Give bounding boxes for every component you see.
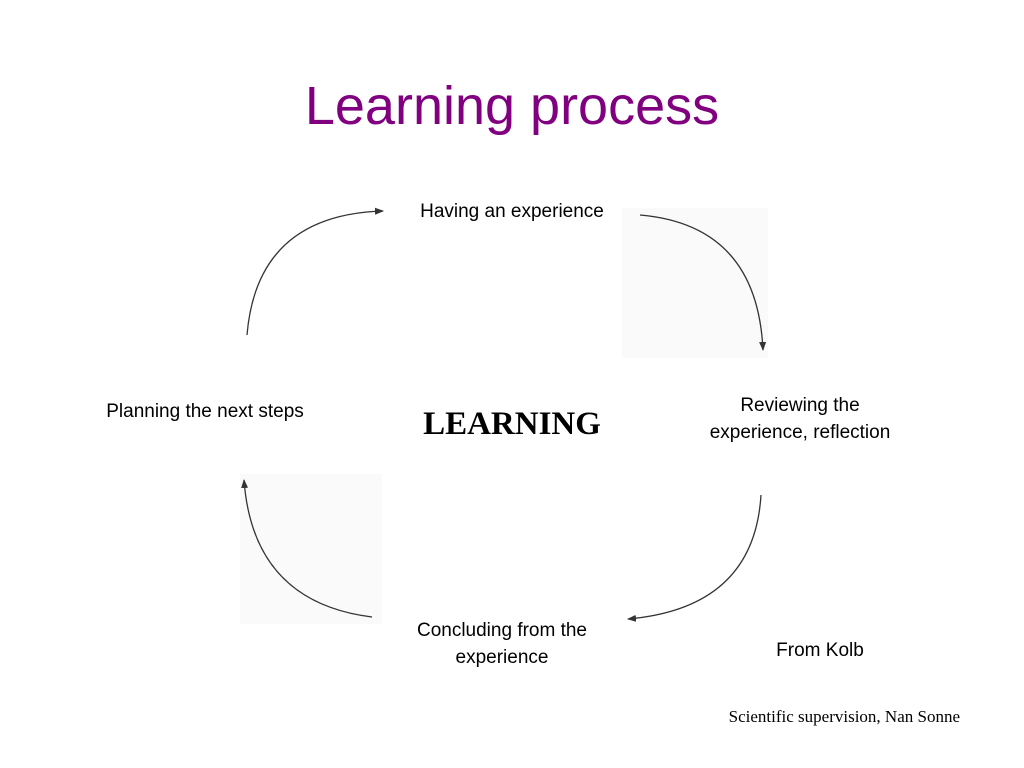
arrow-backdrop-top-right — [622, 208, 768, 358]
source-attribution-text: From Kolb — [776, 640, 864, 661]
stage-concluding-line-2: experience — [455, 647, 549, 668]
slide-footer: Scientific supervision, Nan Sonne — [728, 707, 960, 726]
arrow-experience-to-reviewing — [639, 214, 767, 351]
stage-reviewing-experience: Reviewing the experience, reflection — [680, 392, 920, 446]
stage-reviewing-line-2: experience, reflection — [709, 422, 891, 443]
stage-planning: Planning the next steps — [75, 398, 335, 425]
stage-having-experience: Having an experience — [392, 198, 632, 225]
source-attribution: From Kolb — [730, 637, 910, 664]
stage-reviewing-line-1: Reviewing the — [740, 395, 860, 416]
stage-concluding-line-1: Concluding from the — [416, 620, 588, 641]
slide-title: Learning process — [304, 76, 720, 136]
arrow-reviewing-to-concluding — [627, 494, 762, 622]
stage-having-experience-text: Having an experience — [420, 201, 604, 222]
center-learning-label: LEARNING — [423, 406, 601, 442]
arrow-concluding-to-planning — [241, 479, 373, 618]
stage-planning-text: Planning the next steps — [106, 401, 304, 422]
stage-concluding: Concluding from the experience — [382, 617, 622, 671]
arrow-planning-to-experience — [246, 207, 384, 336]
